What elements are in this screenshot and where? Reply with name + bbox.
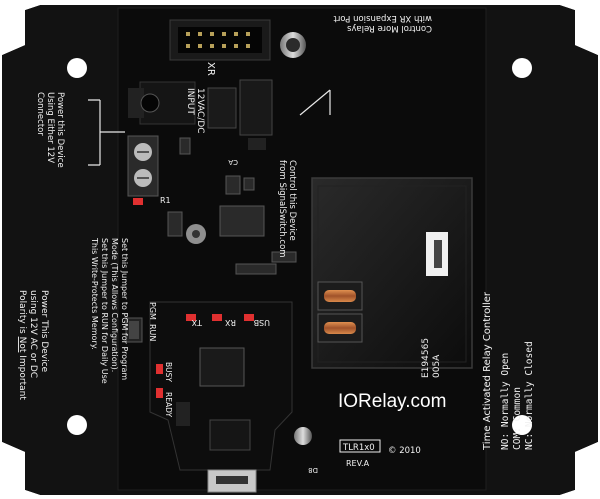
control-note-line2: from SignalSwitch.com <box>277 160 287 258</box>
legend-com: COM: Common <box>512 387 523 450</box>
copyright-label: © 2010 <box>388 446 421 456</box>
capacitor-top <box>280 32 306 58</box>
control-note-line1: Control this Device <box>287 160 297 241</box>
ioRelay-logo: IORelay.com <box>338 391 446 412</box>
led-ready <box>156 388 163 398</box>
power-input-line2: INPUT <box>185 88 195 115</box>
d8-label: D8 <box>308 466 318 474</box>
legend-nc: NC: Normally Closed <box>524 341 535 450</box>
pgm-run-labels: PGM RUN <box>148 302 157 341</box>
run-label: RUN <box>148 324 157 341</box>
capacitor-bottom <box>294 427 312 445</box>
control-note: Control this Device from SignalSwitch.co… <box>277 160 297 258</box>
power-input-label: 12VAC/DC INPUT <box>185 88 205 134</box>
ic-chips-top <box>207 79 273 150</box>
led-label-ready: READY <box>164 392 173 417</box>
enclosure-hole-right-top <box>512 58 532 78</box>
trimmer-component <box>186 224 206 244</box>
led-label-usb: USB <box>254 318 270 327</box>
power-relay <box>311 177 473 369</box>
power-note: Power this Device Using Either 12V Conne… <box>35 92 65 168</box>
polarity-text: Polarity is <box>17 290 27 337</box>
jumper-note-line1: Set this Jumper to PGM for Program <box>120 238 129 380</box>
pgm-run-jumper <box>125 317 143 343</box>
relay-marking-rating: 005A <box>432 354 442 378</box>
enclosure-hole-left-bottom <box>67 415 87 435</box>
power-input-line1: 12VAC/DC <box>195 88 205 134</box>
revision-label: REV.A <box>346 459 370 468</box>
status-leds <box>133 198 254 398</box>
polarity-important: Important <box>17 352 27 400</box>
power-note2-line3: Polarity is Not Important <box>17 290 27 400</box>
expansion-note-line1: Control More Relays <box>346 23 432 33</box>
expansion-note-line2: with XR Expansion Port <box>333 13 432 23</box>
led-tx <box>186 314 196 321</box>
relay-marking: E194565 005A <box>421 338 442 378</box>
screw-terminal <box>127 135 159 197</box>
relay-marking-cert: E194565 <box>421 338 431 378</box>
xr-expansion-header <box>169 19 271 61</box>
led-usb <box>244 314 254 321</box>
led-label-busy: BUSY <box>164 362 173 382</box>
silkscreen-lines <box>88 89 331 166</box>
model-label: TLR1x0 <box>342 443 375 453</box>
polarity-not: Not <box>17 337 27 353</box>
usb-module <box>149 301 293 471</box>
xr-label-group: XR <box>205 62 216 76</box>
power-note-line3: Connector <box>35 92 45 136</box>
led-rx <box>212 314 222 321</box>
jumper-note: Set this Jumper to PGM for Program Mode … <box>90 237 129 384</box>
enclosure-hole-left-top <box>67 58 87 78</box>
power-note-2: Power This Device using 12V AC or DC Pol… <box>17 290 49 400</box>
model-box <box>339 439 381 453</box>
led-label-tx: TX <box>191 318 203 327</box>
legend-block: Time Activated Relay Controller NO: Norm… <box>482 291 535 451</box>
relay-title: Time Activated Relay Controller <box>482 291 493 451</box>
smd-components <box>167 137 297 275</box>
led-labels: TX RX USB BUSY READY <box>164 318 270 417</box>
r1-label: R1 <box>160 196 171 205</box>
expansion-note: Control More Relays with XR Expansion Po… <box>333 13 432 33</box>
power-note2-line1: Power This Device <box>39 290 49 373</box>
jumper-note-line3: Set this Jumper to RUN for Daily Use <box>100 238 109 384</box>
dc-barrel-jack <box>128 81 196 125</box>
led-busy <box>156 364 163 374</box>
led-label-rx: RX <box>224 318 236 327</box>
power-note-line1: Power this Device <box>55 92 65 168</box>
jumper-note-line4: This Write-Protects Memory. <box>90 237 99 350</box>
led-power <box>133 198 143 205</box>
mini-usb-connector <box>207 469 257 493</box>
power-note2-line2: using 12V AC or DC <box>28 290 38 378</box>
ca-label: CA <box>228 158 238 166</box>
xr-label: XR <box>205 62 216 76</box>
power-note-line2: Using Either 12V <box>45 92 55 163</box>
jumper-note-line2: Mode (This Allows Configuration). <box>110 238 119 372</box>
pgm-label: PGM <box>148 302 157 320</box>
legend-no: NO: Normally Open <box>500 353 511 450</box>
enclosure-hole-right-bottom <box>512 415 532 435</box>
